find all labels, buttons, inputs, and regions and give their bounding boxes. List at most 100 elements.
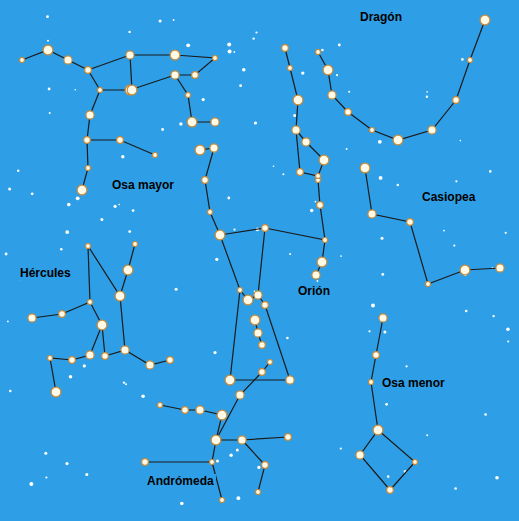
star [28, 314, 36, 322]
star [238, 288, 243, 293]
star [98, 88, 103, 93]
constellation-name: Orión [296, 284, 332, 298]
star [59, 311, 66, 318]
background-star [505, 232, 507, 234]
constellation-stars [20, 15, 505, 502]
star [43, 45, 53, 55]
star [202, 177, 209, 184]
star [225, 375, 235, 385]
star [387, 487, 394, 494]
star [84, 137, 91, 144]
star [186, 93, 191, 98]
star [170, 50, 180, 60]
star [215, 230, 225, 240]
star [259, 342, 266, 349]
background-star [381, 237, 384, 240]
star [192, 72, 199, 79]
background-star [286, 337, 289, 340]
background-star [9, 390, 12, 393]
constellation-name: Hércules [18, 266, 73, 280]
star [97, 320, 107, 330]
star [259, 369, 266, 376]
background-star [465, 310, 468, 313]
background-star [443, 230, 445, 232]
star [117, 137, 124, 144]
star [171, 71, 179, 79]
background-star [173, 19, 175, 21]
star [293, 95, 303, 105]
star [133, 242, 138, 247]
star [121, 346, 129, 354]
star [250, 315, 260, 325]
star [115, 291, 125, 301]
background-star [60, 248, 63, 251]
background-star [216, 460, 219, 463]
background-star [49, 112, 51, 114]
star [217, 410, 227, 420]
star [373, 425, 383, 435]
background-star [387, 475, 390, 478]
star [158, 403, 163, 408]
background-star [453, 245, 455, 247]
background-star [383, 330, 386, 333]
star [369, 380, 374, 385]
star [210, 144, 218, 152]
star [282, 45, 289, 52]
star [323, 238, 328, 243]
star [123, 265, 133, 275]
background-star [141, 394, 145, 398]
background-star [128, 31, 130, 33]
star [85, 67, 92, 74]
background-star [114, 205, 117, 208]
background-star [228, 50, 232, 54]
star [319, 155, 329, 165]
star [460, 265, 470, 275]
star [480, 15, 490, 25]
background-star [118, 204, 120, 206]
star [20, 58, 25, 63]
background-star [67, 203, 71, 207]
star [317, 202, 324, 209]
star [236, 391, 244, 399]
background-star [236, 449, 239, 452]
background-star [83, 364, 86, 367]
star [69, 357, 76, 364]
background-star [301, 71, 304, 74]
background-star [202, 98, 205, 101]
background-star [242, 68, 246, 72]
constellation-lines [22, 20, 500, 500]
star [142, 459, 149, 466]
star [195, 145, 205, 155]
background-star [229, 454, 232, 457]
constellation-name: Osa mayor [110, 178, 176, 192]
background-star [252, 37, 254, 39]
star [182, 407, 189, 414]
star [413, 460, 418, 465]
star [373, 352, 380, 359]
background-star [7, 321, 9, 323]
background-star [65, 230, 69, 234]
star [187, 117, 197, 127]
background-star [5, 253, 8, 256]
background-star [17, 170, 19, 172]
star [238, 436, 246, 444]
background-star [289, 253, 291, 255]
background-star [484, 413, 487, 416]
star [126, 51, 134, 59]
background-star [179, 122, 182, 125]
star [86, 111, 94, 119]
star [153, 153, 158, 158]
star [317, 257, 327, 267]
star [211, 118, 219, 126]
background-star [495, 476, 499, 480]
background-star [75, 89, 77, 91]
star [379, 314, 387, 322]
star [262, 302, 269, 309]
background-star [85, 473, 88, 476]
background-star [47, 40, 49, 42]
background-star [336, 74, 338, 76]
background-star [426, 91, 428, 93]
background-star [317, 280, 319, 282]
star [220, 498, 225, 503]
star [285, 434, 292, 441]
